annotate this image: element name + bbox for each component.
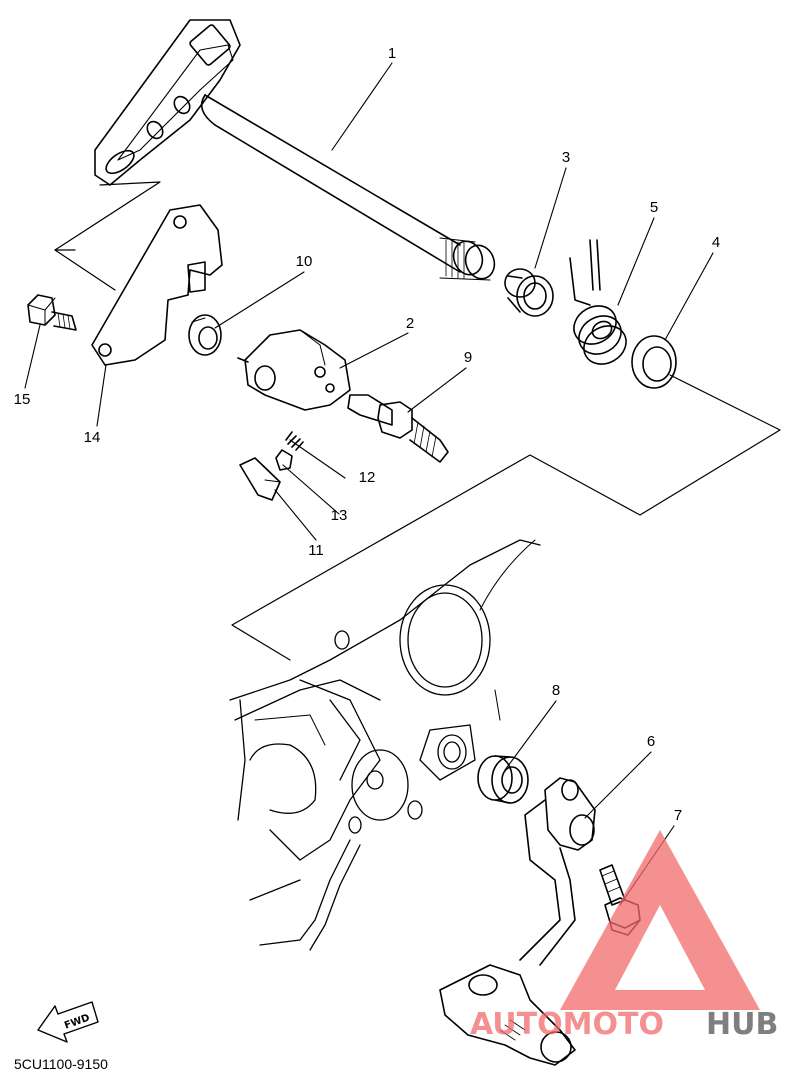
callout-3: 3 (562, 149, 570, 166)
bolt-part-9 (347, 394, 449, 463)
shift-shaft-part-1 (94, 19, 496, 281)
callout-6: 6 (647, 733, 655, 750)
watermark-triangle-icon (560, 830, 760, 1010)
watermark-text-part1: AUTOMOTO (470, 1007, 664, 1042)
callout-11: 11 (308, 542, 324, 559)
callout-7: 7 (674, 807, 682, 824)
fwd-arrow-icon: FWD (37, 1001, 99, 1043)
callout-8: 8 (552, 682, 560, 699)
callout-5: 5 (650, 199, 658, 216)
callout-1: 1 (388, 45, 396, 62)
oil-seal-part-8 (477, 755, 529, 804)
callout-10: 10 (296, 253, 313, 270)
spring-part-5 (569, 239, 627, 365)
lever-plate-part-14 (91, 204, 223, 366)
callout-13: 13 (331, 507, 348, 524)
crankcase (229, 539, 541, 951)
callout-14: 14 (84, 429, 101, 446)
shift-arm-part-2 (237, 329, 351, 411)
spring-part-12 (285, 431, 304, 451)
callout-15: 15 (14, 391, 31, 408)
watermark-logo: AUTOMOTO HUB (470, 830, 778, 1042)
washer-part-4 (631, 335, 677, 389)
watermark-text-part2: HUB (706, 1007, 778, 1042)
callout-labels: 1 2 3 4 5 6 7 8 9 10 11 12 13 14 15 (14, 45, 721, 824)
shift-pedal-part-6 (439, 777, 596, 1066)
bolt-part-15 (27, 294, 77, 331)
pin-part-13 (275, 449, 293, 471)
callout-4: 4 (712, 234, 720, 251)
callout-9: 9 (464, 349, 472, 366)
callout-12: 12 (359, 469, 376, 486)
assembly-break-lines (54, 181, 781, 661)
diagram-code: 5CU1100-9150 (14, 1056, 108, 1072)
washer-part-10 (188, 314, 222, 356)
roller-part-11 (239, 457, 281, 501)
callout-2: 2 (406, 315, 414, 332)
bush-part-3 (504, 268, 554, 317)
